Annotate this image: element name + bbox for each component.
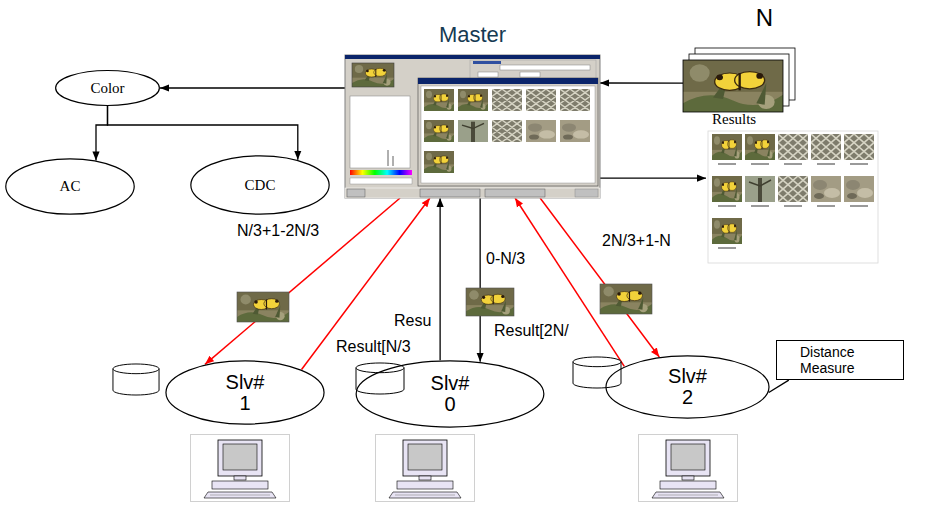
result-subwindow bbox=[418, 78, 610, 186]
master-window: Master bbox=[345, 20, 600, 198]
query-thumbnail bbox=[600, 284, 652, 314]
query-thumbnail bbox=[352, 63, 394, 87]
feature-ellipse: AC bbox=[5, 158, 135, 215]
results-thumbnails bbox=[708, 131, 894, 263]
ellipse-shape bbox=[356, 361, 544, 427]
node-label: Master bbox=[439, 22, 506, 48]
connector-arrow bbox=[108, 106, 298, 160]
image-stack bbox=[683, 48, 795, 112]
node-label: Slv# 1 bbox=[219, 372, 271, 414]
ellipse-shape bbox=[6, 159, 134, 214]
edge-label: Result[2N/ bbox=[492, 322, 571, 340]
edge-label: Result[N/3 bbox=[334, 338, 413, 356]
node-label: Color bbox=[90, 80, 124, 97]
computer-icon bbox=[376, 435, 475, 502]
master-screenshot bbox=[345, 55, 610, 198]
ellipse-shape bbox=[56, 71, 160, 106]
node-label: Slv# 0 bbox=[424, 373, 476, 415]
ellipse-shape bbox=[166, 361, 324, 424]
edge-label: Resu bbox=[392, 312, 433, 330]
slave-node: Slv# 2 bbox=[605, 355, 770, 419]
node-label: Results bbox=[712, 111, 756, 128]
connector-arrow bbox=[439, 198, 440, 360]
edge-label: N/3+1-2N/3 bbox=[235, 222, 321, 240]
node-label: N bbox=[756, 4, 773, 32]
connector-arrow bbox=[96, 106, 108, 160]
window-frame bbox=[345, 55, 600, 198]
connector-arrow bbox=[600, 177, 706, 178]
node-label: Distance Measure bbox=[800, 344, 880, 376]
slave-node: Slv# 1 bbox=[165, 360, 325, 425]
computer-icon bbox=[191, 435, 290, 502]
database-cylinder bbox=[573, 357, 621, 388]
histogram-panel bbox=[350, 96, 412, 184]
feature-ellipse: CDC bbox=[190, 155, 330, 215]
computer-icon bbox=[639, 435, 738, 502]
result-grid: Results bbox=[706, 108, 880, 264]
node-label: CDC bbox=[245, 177, 276, 194]
thumbnail-border bbox=[352, 63, 394, 87]
database-cylinder bbox=[356, 363, 404, 394]
database-cylinder bbox=[113, 364, 159, 395]
connector-arrow bbox=[515, 198, 624, 366]
node-label: AC bbox=[60, 178, 81, 195]
connector-arrow bbox=[160, 87, 345, 88]
ellipse-shape bbox=[606, 356, 769, 418]
callout-box: Distance Measure bbox=[776, 340, 904, 380]
ellipse-shape bbox=[191, 156, 329, 214]
slave-node: Slv# 0 bbox=[355, 360, 545, 428]
connector-arrow bbox=[479, 198, 480, 362]
node-label: Slv# 2 bbox=[662, 366, 714, 408]
query-thumbnail bbox=[237, 292, 289, 322]
title-bar bbox=[345, 55, 600, 59]
connector-arrow bbox=[600, 82, 683, 83]
edge-label: 0-N/3 bbox=[484, 250, 527, 268]
taskbar bbox=[345, 188, 600, 198]
feature-ellipse: Color bbox=[55, 70, 160, 106]
query-thumbnail bbox=[466, 288, 514, 316]
connector-arrow bbox=[769, 380, 789, 392]
image-stack: N bbox=[683, 2, 795, 112]
edge-label: 2N/3+1-N bbox=[600, 232, 673, 250]
